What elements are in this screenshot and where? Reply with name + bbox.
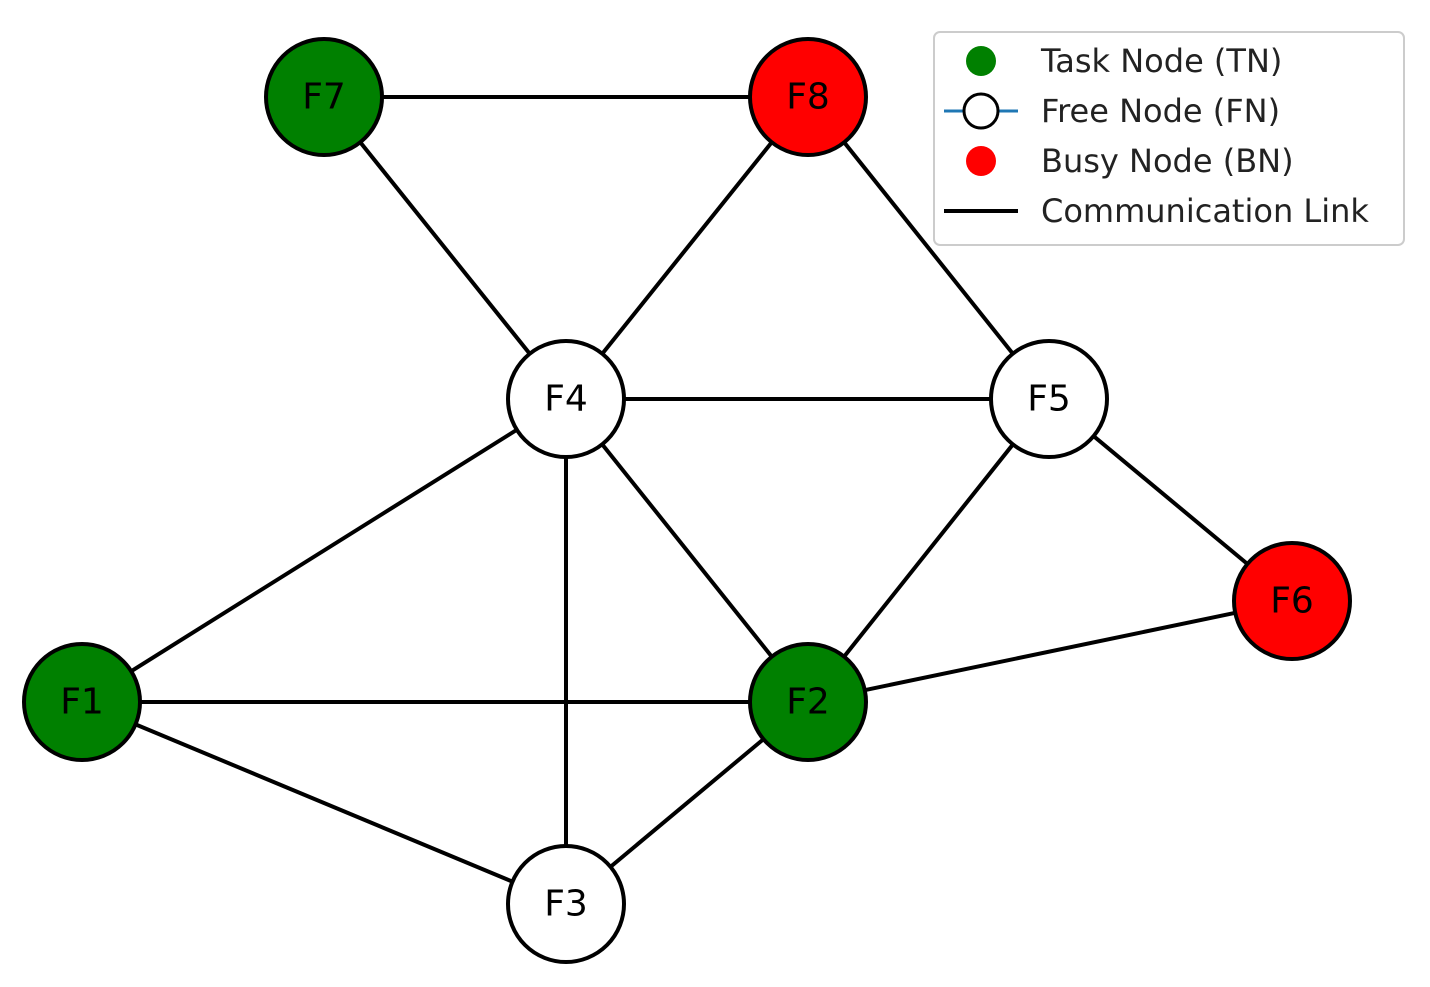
- edge-f2-f6: [807, 599, 1293, 704]
- legend-free-label: Free Node (FN): [1041, 92, 1280, 130]
- node-f4: F4: [506, 339, 626, 459]
- node-circle-f5: [989, 339, 1109, 459]
- legend-busy-marker: [966, 146, 996, 176]
- edge-f4-f1: [80, 397, 568, 704]
- node-f7: F7: [264, 37, 384, 157]
- edge-f4-f2: [564, 397, 810, 704]
- node-f1: F1: [22, 642, 142, 762]
- legend-link-label: Communication Link: [1041, 192, 1369, 230]
- node-circle-f2: [748, 642, 868, 762]
- node-f2: F2: [748, 642, 868, 762]
- legend-task-label: Task Node (TN): [1040, 42, 1282, 80]
- edge-f5-f2: [806, 397, 1051, 704]
- legend-task-marker: [966, 46, 996, 76]
- node-f3: F3: [506, 844, 626, 964]
- node-circle-f4: [506, 339, 626, 459]
- node-label-f6: F6: [1270, 581, 1314, 622]
- node-label-f4: F4: [544, 379, 588, 420]
- node-circle-f1: [22, 642, 142, 762]
- node-circle-f6: [1232, 541, 1352, 661]
- node-label-f5: F5: [1027, 379, 1071, 420]
- node-f6: F6: [1232, 541, 1352, 661]
- legend: Task Node (TN) Free Node (FN) Busy Node …: [933, 31, 1405, 246]
- edge-f8-f5: [806, 95, 1051, 401]
- legend-frame: [933, 31, 1405, 246]
- node-label-f2: F2: [786, 682, 830, 723]
- node-f8: F8: [748, 37, 868, 157]
- node-circle-f8: [748, 37, 868, 157]
- node-circle-f7: [264, 37, 384, 157]
- legend-free-marker: [962, 92, 1000, 130]
- node-label-f7: F7: [302, 77, 346, 118]
- edge-f8-f4: [564, 95, 810, 401]
- node-label-f8: F8: [786, 77, 830, 118]
- node-label-f1: F1: [60, 682, 104, 723]
- legend-busy-label: Busy Node (BN): [1041, 142, 1294, 180]
- node-circle-f3: [506, 844, 626, 964]
- edge-f1-f3: [81, 700, 567, 906]
- node-label-f3: F3: [544, 884, 588, 925]
- node-f5: F5: [989, 339, 1109, 459]
- edge-f7-f4: [322, 95, 568, 401]
